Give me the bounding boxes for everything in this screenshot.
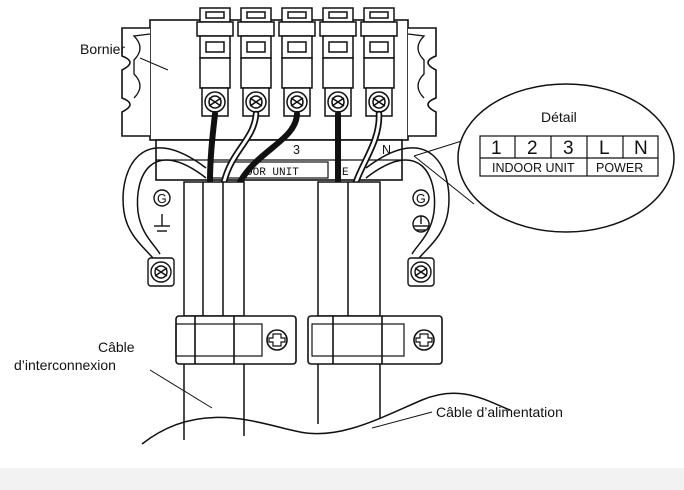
ground-symbol-right bbox=[412, 189, 430, 233]
label-cable-interconnect-line2: d’interconnexion bbox=[14, 357, 116, 373]
detail-terminal-1: 1 bbox=[491, 138, 502, 159]
block-terminal-digit: 3 bbox=[293, 143, 300, 157]
terminal-3 bbox=[278, 7, 316, 117]
block-power-text-fragment: E bbox=[342, 167, 349, 179]
detail-terminal-2: 2 bbox=[527, 138, 538, 159]
block-indoor-unit-text: OOR UNIT bbox=[246, 167, 299, 179]
terminal-columns bbox=[196, 7, 398, 117]
terminal-N bbox=[360, 7, 398, 117]
terminal-wires bbox=[207, 110, 383, 186]
cable-clamp-left bbox=[175, 315, 297, 365]
detail-terminal-3: 3 bbox=[563, 138, 574, 159]
ground-symbol-left bbox=[153, 189, 171, 232]
cable-clamp-right bbox=[307, 315, 443, 365]
terminal-1 bbox=[196, 7, 234, 117]
terminal-2 bbox=[237, 7, 275, 117]
detail-terminal-L: L bbox=[599, 138, 610, 159]
label-cable-power: Câble d’alimentation bbox=[436, 404, 563, 420]
cable-interconnect bbox=[183, 181, 245, 440]
detail-title: Détail bbox=[541, 109, 577, 125]
block-n-fragment: N bbox=[382, 143, 391, 157]
detail-terminal-N: N bbox=[634, 138, 648, 159]
ground-letter-right: G bbox=[416, 192, 426, 206]
bottom-band bbox=[0, 468, 684, 490]
detail-group-power: POWER bbox=[596, 161, 643, 175]
ground-screws bbox=[147, 257, 435, 287]
label-cable-interconnect-line1: Câble bbox=[98, 339, 135, 355]
ground-letter-left: G bbox=[157, 192, 167, 206]
ground-clamps bbox=[122, 147, 450, 263]
label-bornier: Bornier bbox=[80, 41, 125, 57]
detail-callout bbox=[457, 83, 675, 233]
leader-lines bbox=[139, 57, 485, 429]
terminal-L bbox=[319, 7, 357, 117]
detail-group-indoor-unit: INDOOR UNIT bbox=[492, 161, 575, 175]
cable-power bbox=[317, 181, 381, 424]
break-line bbox=[141, 392, 511, 445]
